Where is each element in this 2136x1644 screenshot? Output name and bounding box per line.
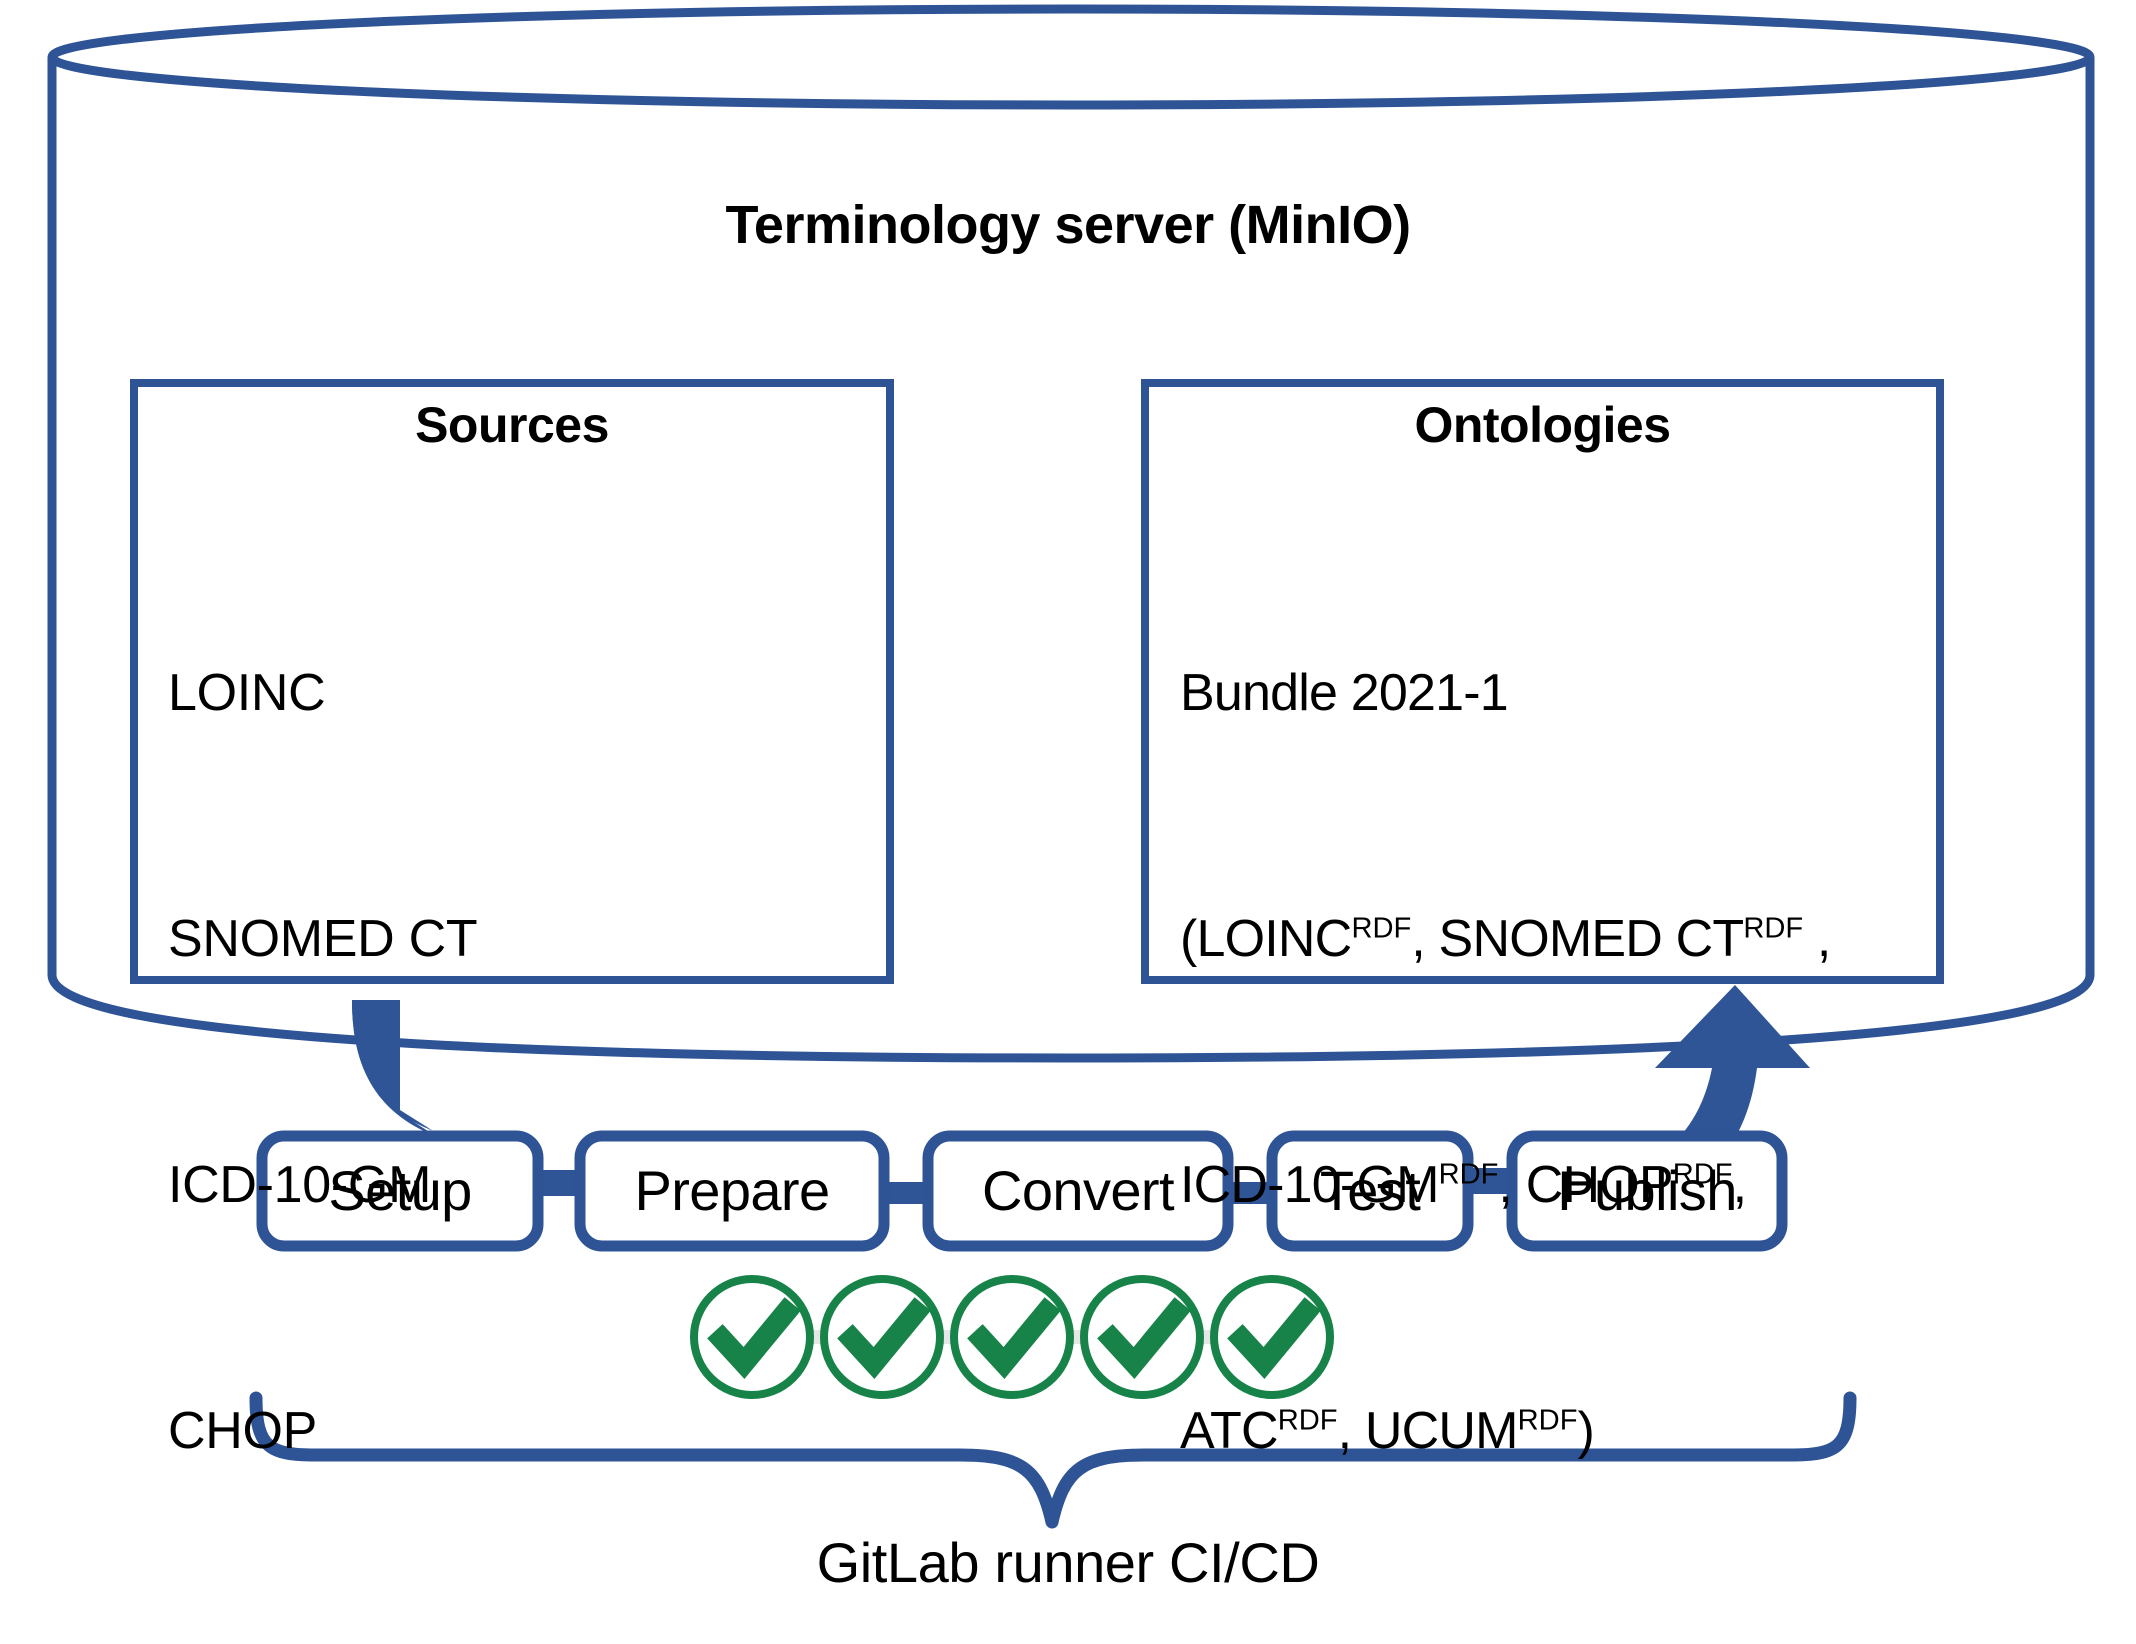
check-circle-icon[interactable]	[820, 1275, 944, 1399]
stage-label-setup[interactable]: Setup	[328, 1159, 472, 1222]
ontologies-bundle-description: Bundle 2021-1 (LOINCRDF, SNOMED CTRDF , …	[1180, 488, 1940, 1636]
gitlab-runner-brace	[249, 1391, 1857, 1529]
list-item: LOINC	[168, 664, 326, 722]
list-item: SNOMED CT	[168, 910, 478, 968]
gitlab-runner-label: GitLab runner CI/CD	[816, 1531, 1320, 1594]
stage-box-test[interactable]	[1266, 1130, 1474, 1252]
stage-label-publish[interactable]: Publish	[1557, 1159, 1737, 1222]
sources-panel-heading: Sources	[415, 397, 609, 453]
ontologies-panel-heading: Ontologies	[1414, 397, 1671, 453]
list-item: ATC	[168, 1636, 868, 1644]
check-circle-icon[interactable]	[1210, 1275, 1334, 1399]
stage-box-setup[interactable]	[256, 1130, 544, 1252]
sources-to-setup-arrow	[352, 1000, 505, 1180]
check-circle-icon[interactable]	[950, 1275, 1074, 1399]
page-title: Terminology server (MinIO)	[725, 195, 1411, 255]
publish-arrow-shape	[1598, 985, 1810, 1212]
check-circle-icon[interactable]	[690, 1275, 814, 1399]
stage-box-publish[interactable]	[1506, 1130, 1788, 1252]
stage-box-convert[interactable]	[922, 1130, 1234, 1252]
cylinder-top-ellipse	[47, 4, 2095, 110]
check-circle-icon[interactable]	[1080, 1275, 1204, 1399]
ingest-arrow-body	[352, 1000, 505, 1180]
stage-box-prepare[interactable]	[574, 1130, 890, 1252]
stage-label-test[interactable]: Test	[1319, 1159, 1421, 1222]
publish-to-ontologies-arrow	[1598, 985, 1810, 1212]
cylinder-body	[47, 57, 2095, 1063]
list-item: ICD-10-GM	[168, 1156, 432, 1214]
sources-list: LOINC SNOMED CT ICD-10-GM CHOP ATC UCUM	[168, 488, 868, 1644]
list-item: (LOINCRDF, SNOMED CTRDF ,	[1180, 910, 1831, 968]
stage-boxes[interactable]	[256, 1130, 1788, 1252]
sources-panel-border	[130, 379, 894, 984]
list-item: ICD-10-GMRDF, CHOPRDF,	[1180, 1156, 1747, 1214]
pipeline-status-row	[690, 1275, 1334, 1399]
list-item: Bundle 2021-1	[1180, 664, 1509, 722]
ontologies-panel-border	[1141, 379, 1944, 984]
stage-label-prepare[interactable]: Prepare	[634, 1159, 830, 1222]
stage-label-convert[interactable]: Convert	[982, 1159, 1174, 1222]
list-item: ATCRDF, UCUMRDF)	[1180, 1402, 1595, 1460]
terminology-server-cylinder	[47, 4, 2095, 1063]
list-item: CHOP	[168, 1402, 318, 1460]
